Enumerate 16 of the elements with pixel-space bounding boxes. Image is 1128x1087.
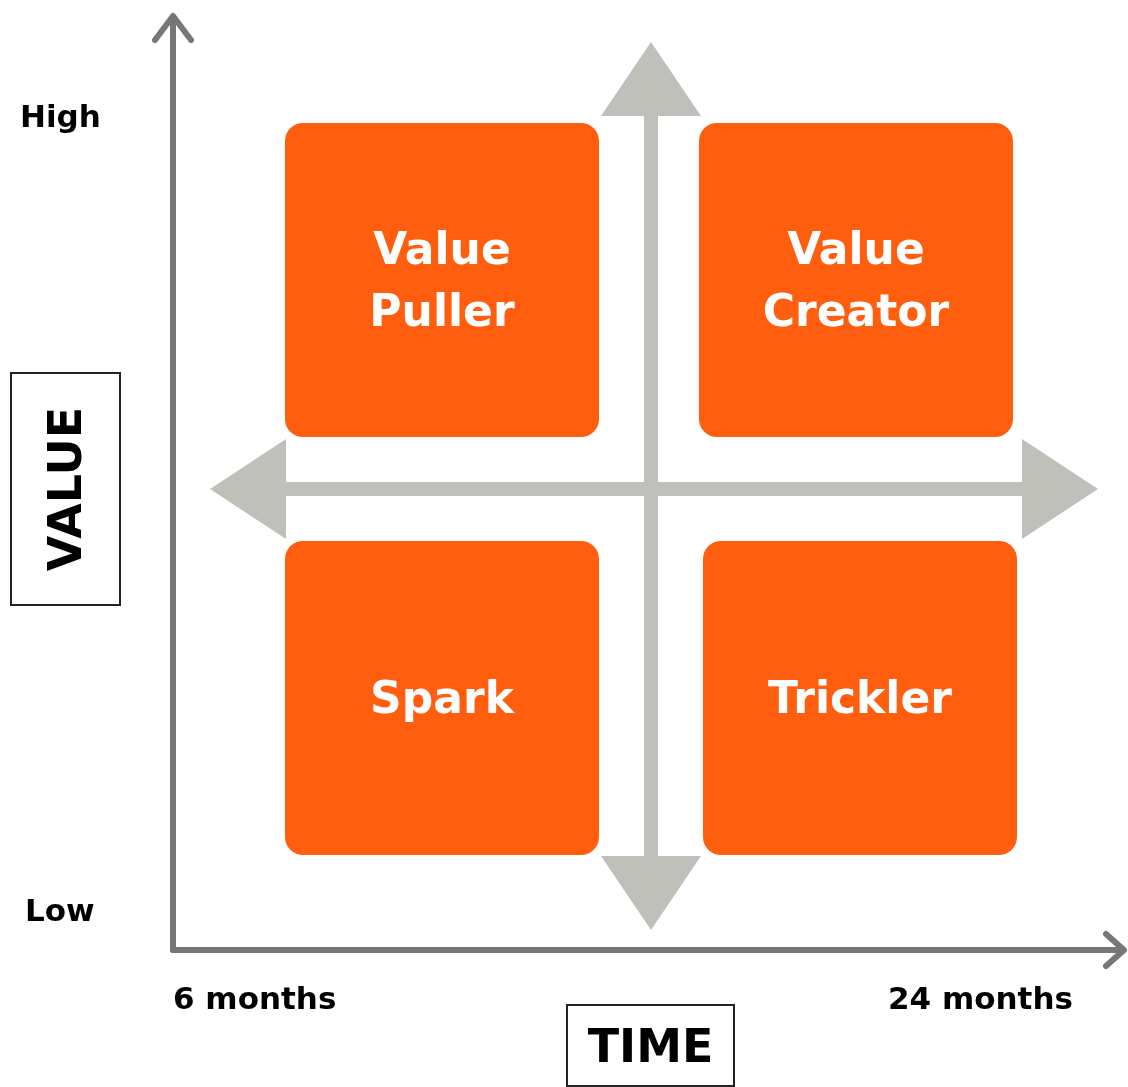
quadrant-label: Spark bbox=[369, 671, 516, 725]
quadrant-label: Value Creator bbox=[761, 222, 951, 338]
quadrant-label: Value Puller bbox=[368, 222, 516, 338]
axis-label: Low bbox=[25, 892, 95, 928]
axis-title: TIME bbox=[587, 1018, 714, 1073]
quadrant-box bbox=[703, 541, 1017, 855]
axis-title-box bbox=[566, 1004, 735, 1087]
axis-label: 24 months bbox=[888, 980, 1073, 1016]
quadrant-box bbox=[285, 541, 599, 855]
quadrant-label: Trickler bbox=[767, 671, 953, 725]
axis-label: High bbox=[20, 98, 101, 134]
axis-title-box bbox=[10, 372, 121, 606]
quadrant-box bbox=[699, 123, 1013, 437]
quadrant-box bbox=[285, 123, 599, 437]
axis-label: 6 months bbox=[173, 980, 337, 1016]
axis-title: VALUE bbox=[38, 406, 93, 572]
